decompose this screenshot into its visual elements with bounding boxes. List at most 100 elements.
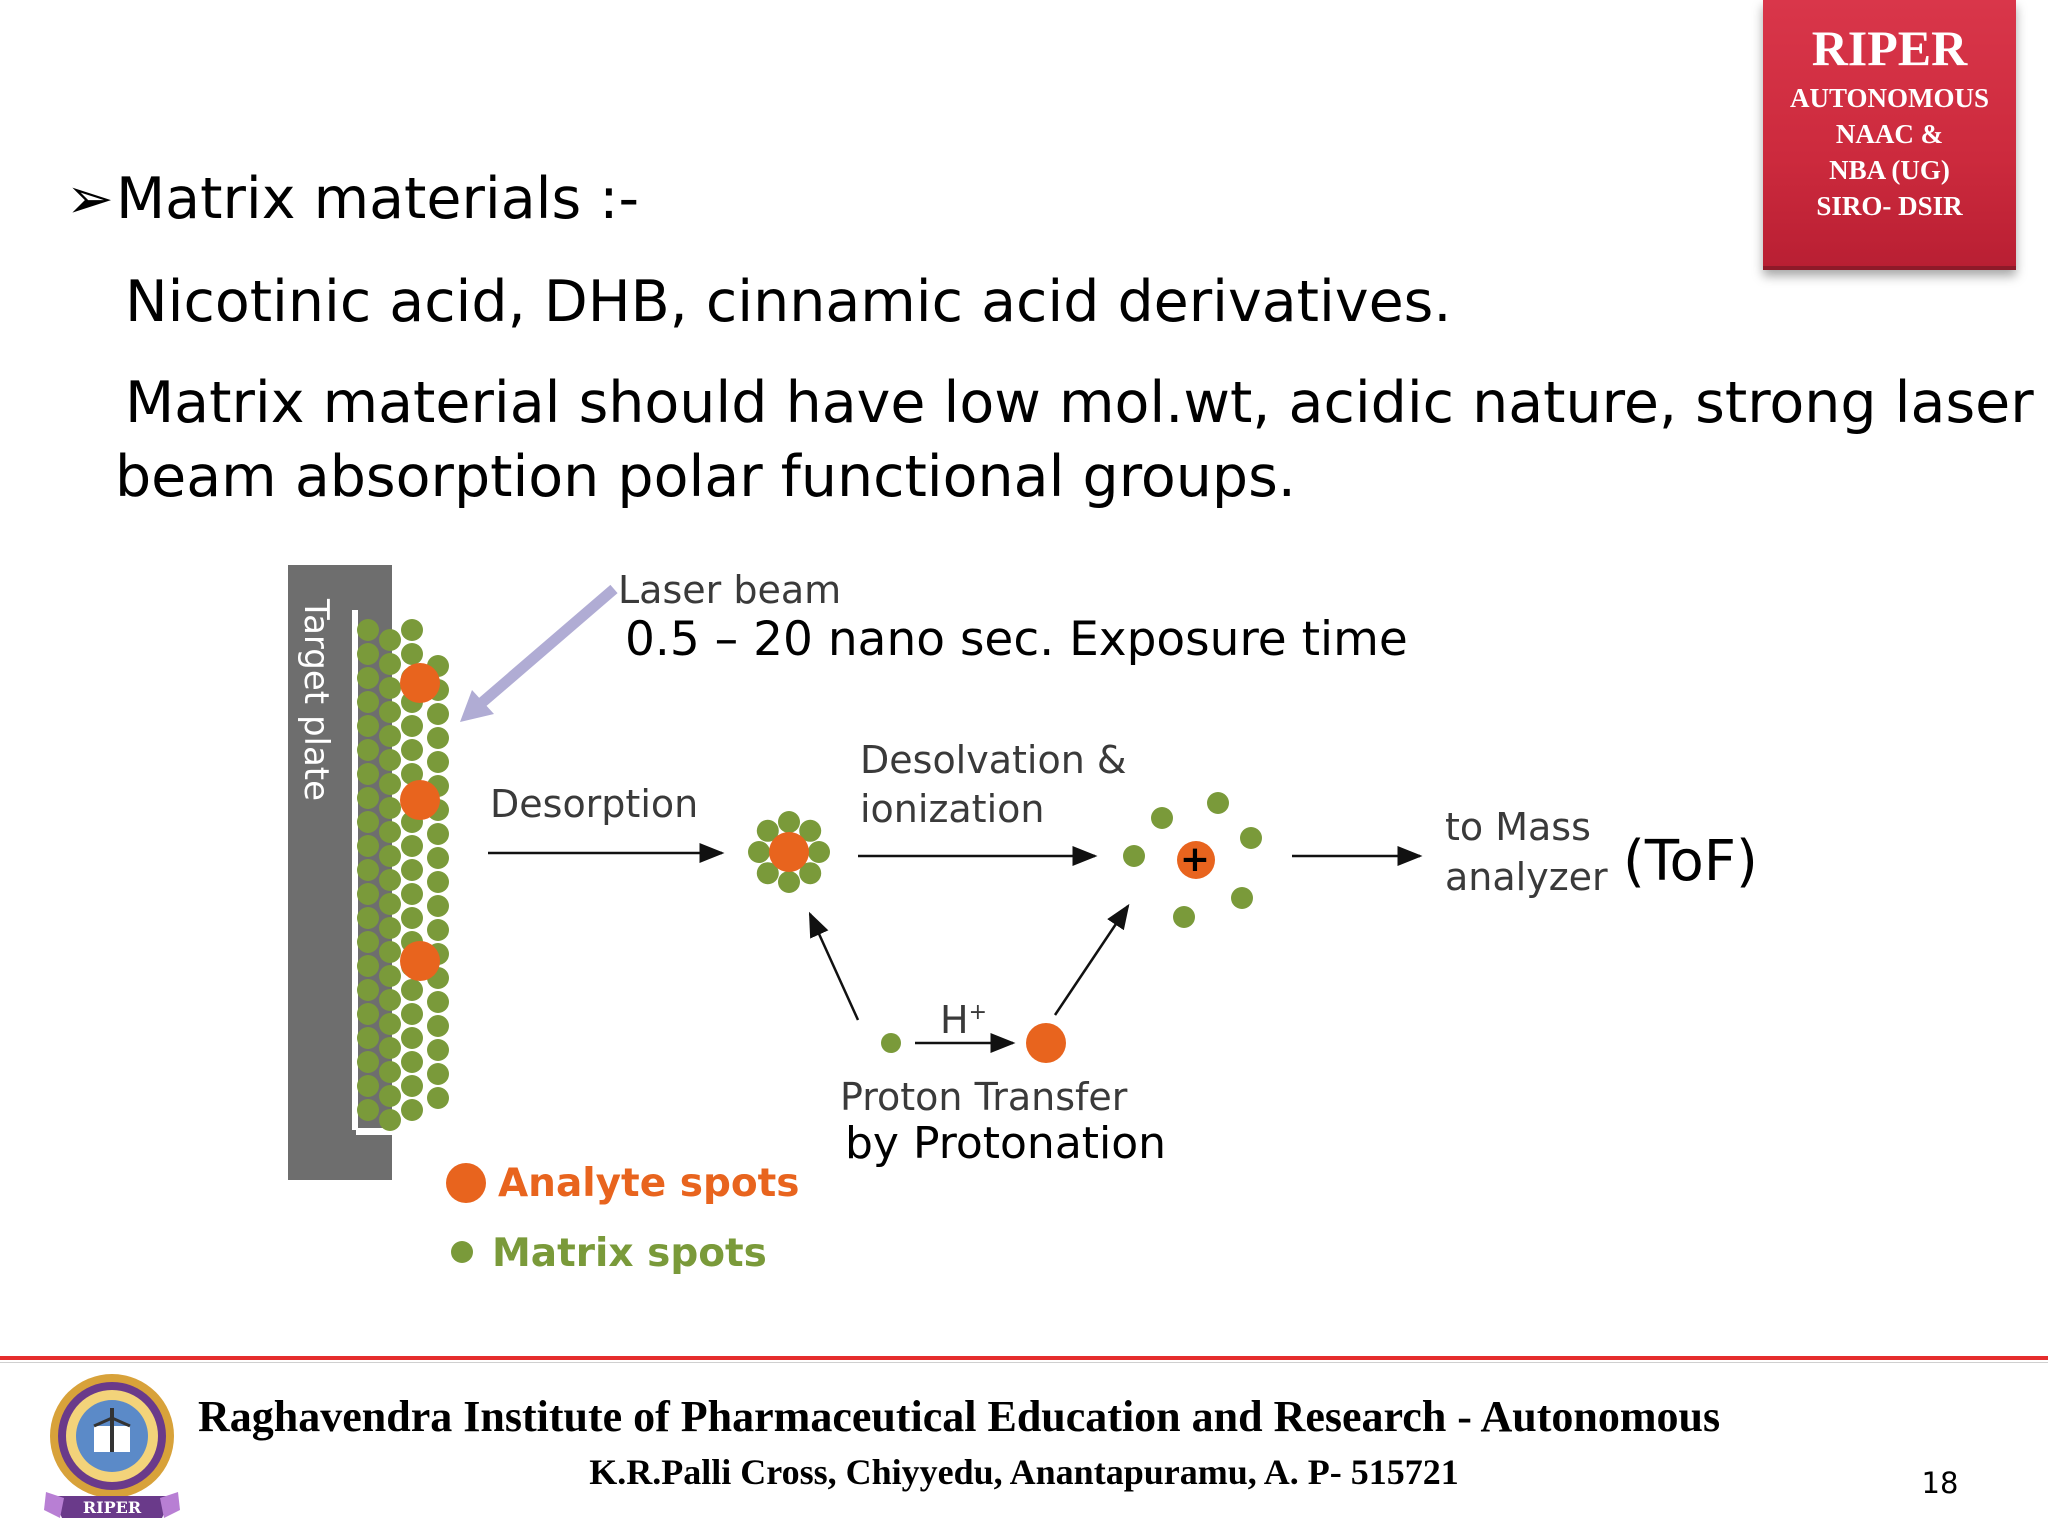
bullet-arrow-icon: ➢ [66,166,114,232]
cluster-matrix-spot [799,819,822,842]
cluster-analyte-spot [769,832,809,872]
badge-title: RIPER [1811,20,1968,76]
plate-matrix-spot [427,1087,449,1109]
ion-plus-sign: + [1180,839,1210,880]
plate-matrix-spot [379,1085,401,1107]
ionized-matrix-spot [1151,807,1173,829]
plate-matrix-spot [357,1003,379,1025]
plate-matrix-spot [427,1015,449,1037]
plate-matrix-spot [379,1013,401,1035]
footer-divider-shadow [0,1362,2048,1363]
ionized-matrix-spot [1123,845,1145,867]
plate-matrix-spot [357,931,379,953]
ionized-cluster [1123,792,1262,928]
plate-matrix-spot [379,1109,401,1131]
badge-line-naac: NAAC & [1835,119,1944,149]
to-mass-label-line-2: analyzer [1445,855,1608,899]
cluster-matrix-spot [756,862,779,885]
plate-matrix-spot [401,643,423,665]
plate-matrix-spot [379,725,401,747]
plate-matrix-spot [427,727,449,749]
to-mass-label-line-1: to Mass [1445,805,1591,849]
plate-matrix-spot [379,653,401,675]
plate-matrix-spot [401,1003,423,1025]
ionized-matrix-spot [1173,906,1195,928]
plate-matrix-spot [427,847,449,869]
matrix-examples-text: Nicotinic acid, DHB, cinnamic acid deriv… [125,269,1452,335]
plate-matrix-spot [401,907,423,929]
target-plate-label: Target plate [296,598,336,801]
plate-matrix-spot [379,773,401,795]
desorption-label: Desorption [490,782,698,826]
plate-matrix-spot [357,1027,379,1049]
plate-matrix-spot [379,797,401,819]
h-plus-label: H+ [940,998,987,1042]
plate-matrix-spot [379,893,401,915]
desorbed-cluster [748,811,830,893]
plate-matrix-spot [357,763,379,785]
plate-matrix-spot [401,835,423,857]
institution-name: Raghavendra Institute of Pharmaceutical … [198,1392,1721,1441]
plate-matrix-spot [379,821,401,843]
proton-up-arrow-right [1053,903,1130,1016]
plate-matrix-spot [401,1027,423,1049]
institution-address: K.R.Palli Cross, Chiyyedu, Anantapuramu,… [589,1452,1459,1492]
cluster-matrix-spot [808,841,830,863]
legend-matrix-spot [451,1241,473,1263]
plate-matrix-spot [357,667,379,689]
plate-matrix-spot [379,629,401,651]
plate-matrix-spot [427,751,449,773]
exposure-time-label: 0.5 – 20 nano sec. Exposure time [625,612,1408,667]
plate-analyte-spot [400,941,440,981]
plate-matrix-spot [379,845,401,867]
matrix-properties-line-1: Matrix material should have low mol.wt, … [125,370,2034,436]
plate-matrix-spot [357,835,379,857]
plate-matrix-spot [427,1063,449,1085]
plate-matrix-spot [401,739,423,761]
plate-matrix-spot [427,991,449,1013]
plate-matrix-spot [401,883,423,905]
plate-matrix-spot [427,895,449,917]
maldi-process-diagram: Target plate Laser beam 0.5 – 20 nano se… [288,565,1758,1276]
plate-matrix-spot [427,703,449,725]
laser-beam-arrowhead [460,690,494,722]
proton-matrix-spot [881,1033,901,1053]
plate-matrix-spot [379,1061,401,1083]
laser-beam-arrow [474,584,618,711]
plate-matrix-spot [379,677,401,699]
plate-matrix-spot [379,869,401,891]
institution-logo: RIPER [44,1374,180,1518]
cluster-matrix-spot [748,841,770,863]
by-protonation-label: by Protonation [845,1118,1166,1169]
laser-beam-label: Laser beam [618,568,841,612]
plate-analyte-spot [400,663,440,703]
plate-matrix-spot [379,749,401,771]
plate-matrix-spot [357,979,379,1001]
plate-matrix-spot [379,965,401,987]
plate-matrix-spot [357,955,379,977]
cluster-matrix-spot [778,811,800,833]
accreditation-badge: RIPER AUTONOMOUS NAAC & NBA (UG) SIRO- D… [1763,0,2016,270]
badge-line-nba: NBA (UG) [1829,155,1950,185]
proton-transfer-label: Proton Transfer [840,1075,1128,1119]
plate-matrix-spot [357,715,379,737]
plate-matrix-spot [401,859,423,881]
ionized-matrix-spot [1207,792,1229,814]
plate-spot-layer [357,619,449,1131]
plate-analyte-spot [400,780,440,820]
legend-analyte-spot [446,1163,486,1203]
heading-text: Matrix materials :- [116,166,640,232]
plate-matrix-spot [401,979,423,1001]
plate-matrix-spot [357,1099,379,1121]
ionized-analyte-spot [1177,841,1215,879]
plate-matrix-spot [357,619,379,641]
plate-matrix-spot [357,787,379,809]
bullet-heading: ➢Matrix materials :- [66,163,639,236]
proton-analyte-spot [1026,1023,1066,1063]
plate-matrix-spot [401,1075,423,1097]
ionized-matrix-spot [1240,827,1262,849]
plate-matrix-spot [357,883,379,905]
badge-line-autonomous: AUTONOMOUS [1789,83,1990,113]
logo-text: RIPER [83,1498,142,1517]
plate-matrix-spot [427,1039,449,1061]
